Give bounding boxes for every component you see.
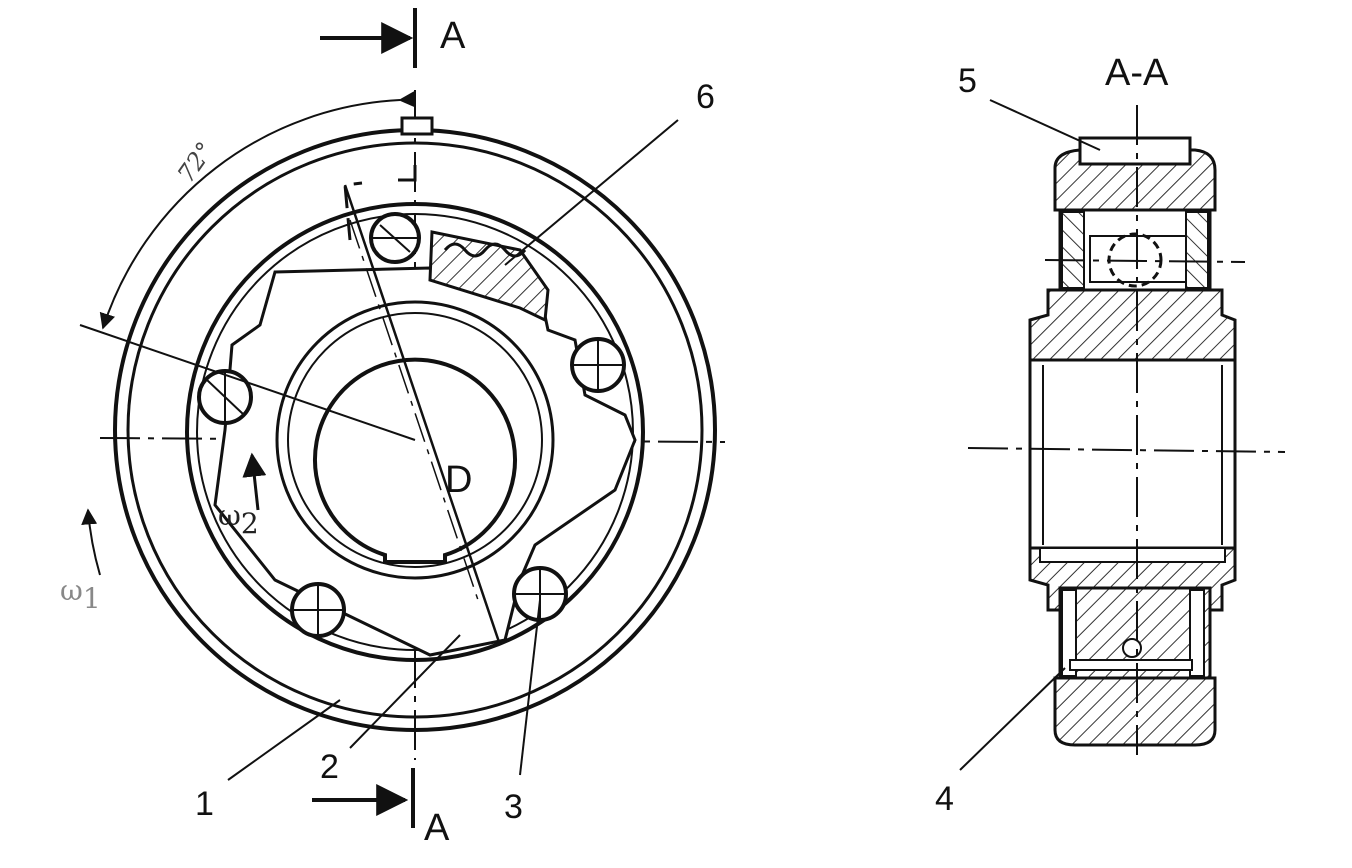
side-plate-right-bottom	[1189, 589, 1205, 677]
omega-1-arrow	[81, 508, 101, 576]
leader-6	[504, 119, 679, 266]
leader-3	[519, 599, 541, 776]
part-number-6: 6	[696, 78, 715, 116]
pin-bottom	[1069, 659, 1193, 671]
side-plate-right-top	[1185, 211, 1209, 289]
omega-2-arrow	[242, 452, 267, 511]
outer-ring-bottom	[1053, 676, 1217, 747]
pin-head	[1122, 638, 1142, 658]
side-plate-left-bottom	[1061, 589, 1077, 677]
roller-top	[369, 212, 421, 264]
shoulder-bottom	[1039, 547, 1226, 563]
leader-1	[227, 699, 341, 781]
part-number-2: 2	[320, 748, 339, 786]
angle-arc-72	[99, 91, 415, 330]
section-roller-axis	[1044, 259, 1246, 263]
side-plate-left-top	[1061, 211, 1085, 289]
roller-bottom-left	[290, 582, 346, 638]
part-number-5: 5	[958, 62, 977, 100]
leader-4	[959, 667, 1066, 771]
angle-label: 72°	[172, 137, 219, 188]
outer-ring-groove	[185, 202, 645, 662]
section-label-top: A	[440, 15, 466, 57]
omega-1-label: ω1	[60, 574, 101, 615]
roller-left	[197, 369, 253, 425]
part-number-4: 4	[935, 780, 954, 818]
leader-2	[349, 634, 461, 749]
top-key-section	[1078, 136, 1192, 166]
radius-line	[79, 324, 416, 441]
hub-ring-outer	[275, 300, 555, 580]
part-number-3: 3	[504, 788, 523, 826]
top-section-notch	[398, 165, 417, 182]
inner-race-top	[1028, 288, 1237, 362]
section-title: A-A	[1105, 52, 1169, 94]
section-horizontal-centerline	[967, 447, 1286, 453]
bore-with-keyway	[313, 357, 517, 564]
roller-bottom-right	[512, 566, 568, 622]
outer-ring-inner	[126, 141, 704, 719]
section-label-bottom: A	[424, 807, 450, 849]
leader-5	[989, 99, 1101, 151]
roller-right	[570, 337, 626, 393]
front-view	[79, 8, 726, 828]
section-view	[959, 99, 1286, 771]
omega-2-label: ω2	[218, 499, 259, 540]
bore-section	[1028, 358, 1237, 550]
hub-ring-inner	[287, 312, 543, 568]
center-label: D	[445, 459, 472, 501]
part-number-1: 1	[195, 785, 214, 823]
top-key	[400, 116, 434, 136]
